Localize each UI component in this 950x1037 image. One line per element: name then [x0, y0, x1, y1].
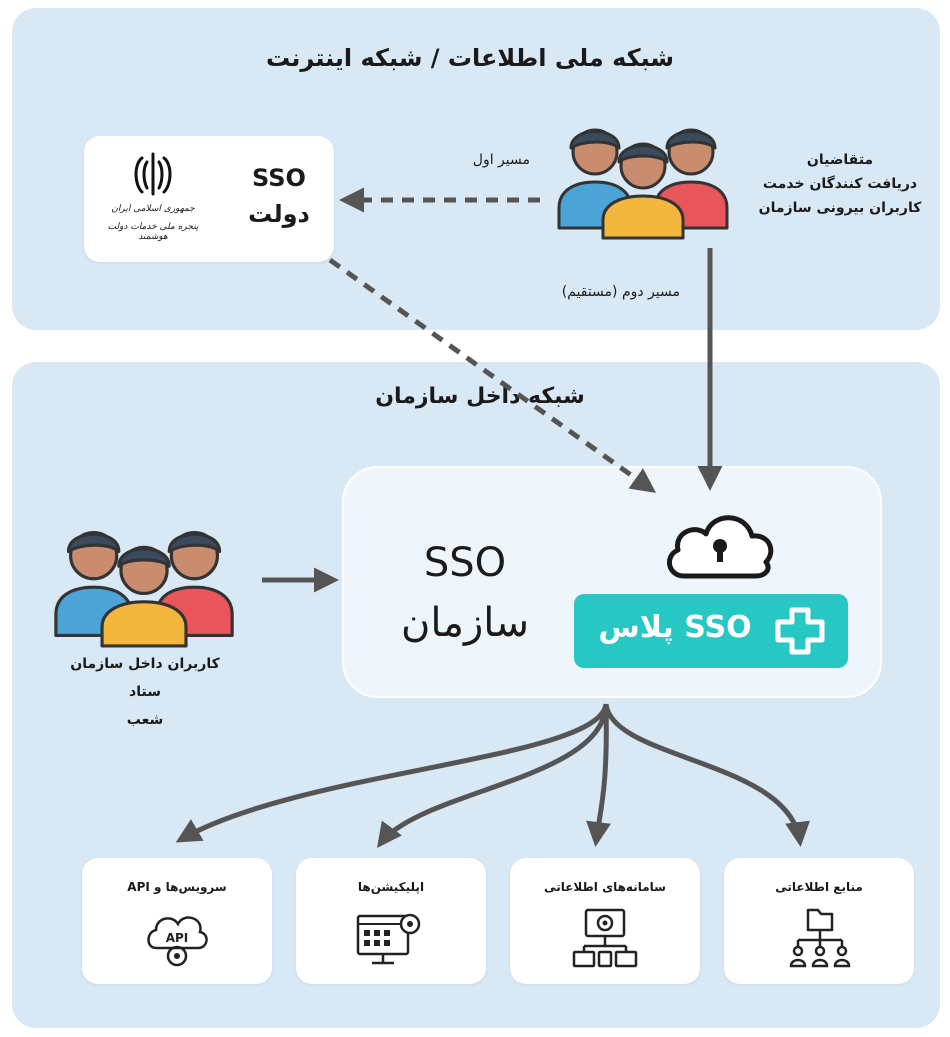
external-users-line2: دریافت کنندگان خدمت [762, 176, 918, 192]
cloud-lock-icon [660, 504, 778, 584]
api-icon-text: API [166, 931, 189, 945]
arrow-to-info-resources [603, 703, 810, 847]
resource-label-info-systems: سامانه‌های اطلاعاتی [544, 880, 666, 894]
person-yellow [601, 142, 685, 240]
resource-card-info-resources[interactable]: منابع اطلاعاتی [724, 858, 914, 984]
gov-sso-fa-label: دولت [248, 200, 310, 228]
gov-sso-latin-label: SSO [252, 164, 306, 192]
resource-label-services-api: سرویس‌ها و API [127, 880, 227, 894]
gov-to-org-arrow [328, 257, 657, 493]
first-path-label: مسیر اول [472, 152, 530, 168]
internal-users-line1: کاربران داخل سازمان [70, 656, 220, 672]
resource-label-applications: اپلیکیشن‌ها [357, 880, 425, 894]
arrow-to-services-api [175, 703, 609, 843]
sso-plus-badge-text: SSO پلاس [598, 610, 752, 645]
sso-plus-badge: SSO پلاس [574, 594, 848, 668]
arrow-to-applications [377, 703, 609, 849]
application-settings-icon [354, 908, 426, 970]
gov-logo-text-1: جمهوری اسلامی ایران [111, 204, 195, 214]
internet-network-title: شبکه ملی اطلاعات / شبکه اینترنت [265, 44, 675, 72]
resource-card-info-systems[interactable]: سامانه‌های اطلاعاتی [510, 858, 700, 984]
plus-logo-icon [772, 606, 828, 656]
resource-label-info-resources: منابع اطلاعاتی [775, 880, 863, 894]
resource-card-services-api[interactable]: سرویس‌ها و API API [82, 858, 272, 984]
second-path-label: مسیر دوم (مستقیم) [561, 284, 680, 300]
gov-emblem-logo: جمهوری اسلامی ایران پنجره ملی خدمات دولت… [98, 150, 208, 250]
org-sso-fa-label: سازمان [400, 600, 529, 646]
information-systems-icon [572, 906, 638, 972]
internal-users-line3: شعب [126, 712, 164, 728]
gov-sso-card[interactable]: جمهوری اسلامی ایران پنجره ملی خدمات دولت… [84, 136, 334, 262]
internal-users-icon [46, 520, 241, 648]
external-users-icon [555, 118, 730, 240]
internal-network-title: شبکه داخل سازمان [375, 384, 585, 409]
external-users-line1: متقاضیان [806, 152, 874, 168]
resource-card-applications[interactable]: اپلیکیشن‌ها [296, 858, 486, 984]
external-users-line3: کاربران بیرونی سازمان [758, 200, 922, 216]
api-gear-icon: API [142, 908, 212, 970]
internal-users-line2: ستاد [129, 684, 161, 700]
arrow-to-info-systems [586, 703, 611, 847]
gov-logo-text-2: پنجره ملی خدمات دولت هوشمند [107, 222, 199, 242]
org-sso-latin-label: SSO [423, 540, 507, 586]
folder-hierarchy-icon [786, 906, 852, 972]
